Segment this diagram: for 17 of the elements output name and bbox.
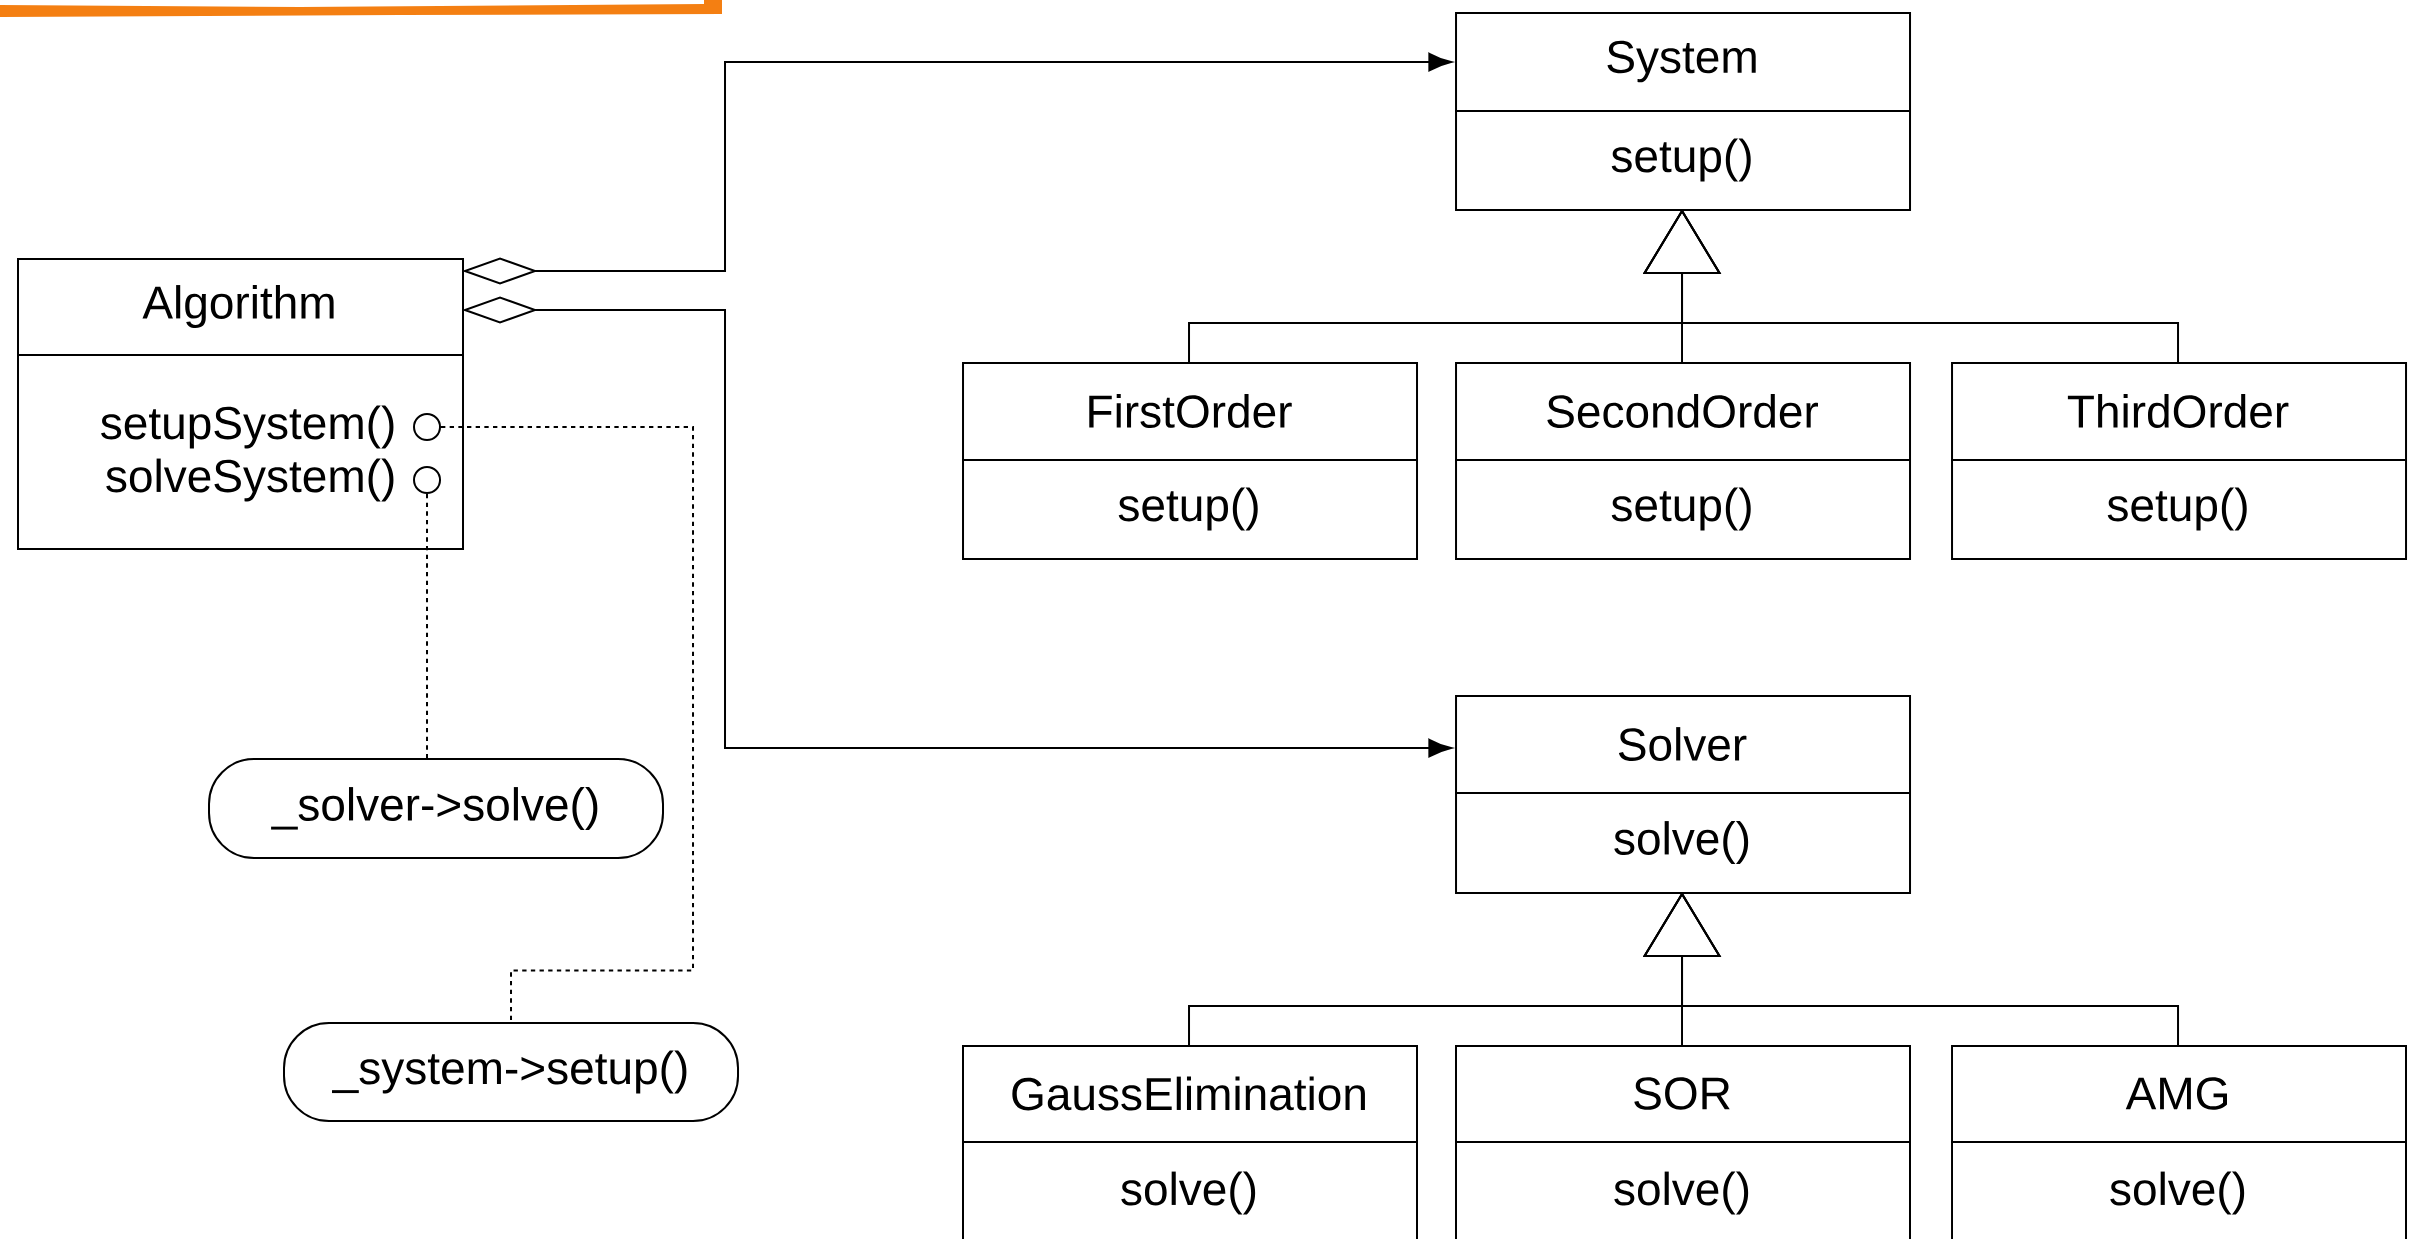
note-box: _system->setup()	[283, 1022, 739, 1123]
note-connector	[426, 493, 428, 760]
class-box: AMG solve()	[1950, 1045, 2408, 1239]
inheritance-arrow	[1642, 892, 2180, 1047]
class-box: GaussElimination solve()	[961, 1045, 1418, 1239]
class-box: Solver solve()	[1454, 695, 1912, 895]
class-box: ThirdOrder setup()	[1950, 362, 2408, 560]
port-circle	[413, 466, 441, 494]
note-box: _solver->solve()	[208, 758, 664, 860]
class-box: FirstOrder setup()	[961, 362, 1418, 560]
class-box: Algorithm setupSystem() solveSystem()	[16, 258, 464, 550]
port-circle	[413, 413, 441, 441]
class-box: SecondOrder setup()	[1454, 362, 1912, 560]
class-box: System setup()	[1454, 12, 1912, 211]
class-box: SOR solve()	[1454, 1045, 1912, 1239]
inheritance-arrow	[1642, 209, 2180, 364]
note-connector	[440, 426, 694, 1023]
